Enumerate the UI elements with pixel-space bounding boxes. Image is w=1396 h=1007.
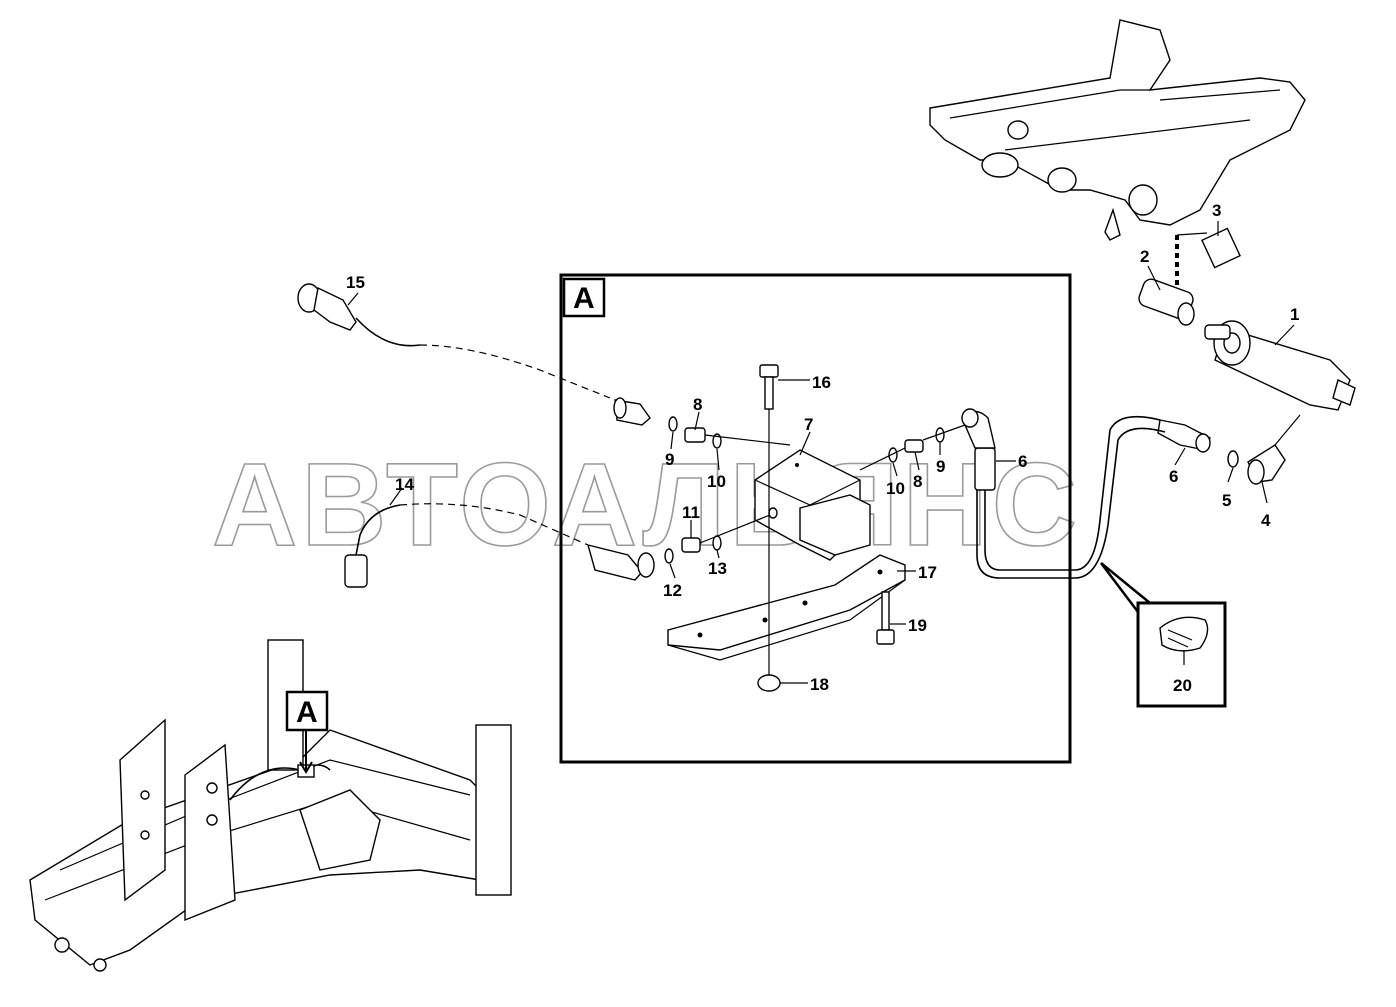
callout-6-right: 6 bbox=[1169, 467, 1178, 486]
callout-17: 17 bbox=[918, 563, 937, 582]
part-4-elbow bbox=[1247, 414, 1301, 485]
callout-4: 4 bbox=[1261, 511, 1271, 530]
detail-label: A bbox=[573, 282, 595, 315]
callout-11: 11 bbox=[682, 503, 700, 522]
part-2-connector bbox=[1138, 278, 1195, 326]
part-16-bolt bbox=[759, 364, 779, 675]
detail-frame bbox=[559, 273, 1072, 764]
callout-5: 5 bbox=[1222, 491, 1231, 510]
frame-label-text: A bbox=[296, 696, 318, 729]
part-15-hose bbox=[297, 283, 611, 399]
callout-19: 19 bbox=[908, 616, 927, 635]
fittings-lower bbox=[587, 514, 771, 581]
part-14-hose bbox=[344, 503, 589, 588]
callout-3: 3 bbox=[1212, 201, 1221, 220]
callout-numbers: 1 2 3 4 5 6 6 7 8 8 9 9 10 10 11 12 13 1… bbox=[346, 201, 1299, 695]
callout-8-left: 8 bbox=[693, 395, 702, 414]
part-17-bracket bbox=[667, 554, 906, 661]
callout-12: 12 bbox=[663, 581, 682, 600]
detail-20-box bbox=[1100, 562, 1227, 708]
callout-7: 7 bbox=[804, 415, 813, 434]
callout-6-box: 6 bbox=[1018, 452, 1027, 471]
machine-frame bbox=[29, 639, 512, 972]
callout-16: 16 bbox=[812, 373, 831, 392]
callout-20: 20 bbox=[1173, 676, 1192, 695]
callout-9-right: 9 bbox=[936, 457, 945, 476]
callout-18: 18 bbox=[810, 675, 829, 694]
lever-assembly bbox=[929, 19, 1306, 241]
part-19-bolt bbox=[876, 591, 895, 645]
part-7-valve-block bbox=[754, 449, 871, 561]
fittings-upper-right bbox=[859, 424, 966, 471]
part-5-oring bbox=[1227, 450, 1239, 468]
fittings-upper-left bbox=[613, 397, 791, 449]
callout-8-right: 8 bbox=[913, 472, 922, 491]
frame-label-a: A bbox=[285, 690, 329, 774]
callout-10-right: 10 bbox=[886, 479, 905, 498]
watermark-text: АВТОАЛЬЯНС bbox=[212, 439, 1081, 571]
callout-13: 13 bbox=[708, 559, 727, 578]
callout-14: 14 bbox=[395, 475, 414, 494]
callout-9-left: 9 bbox=[665, 450, 674, 469]
part-1-cylinder bbox=[1204, 320, 1356, 411]
part-18-nut bbox=[757, 674, 781, 692]
leader-lines bbox=[347, 221, 1295, 684]
part-6-fitting-box bbox=[961, 408, 996, 491]
part-3-sensor bbox=[1175, 227, 1241, 295]
callout-15: 15 bbox=[346, 273, 365, 292]
detail-label-box bbox=[562, 277, 606, 318]
callout-1: 1 bbox=[1290, 305, 1299, 324]
callout-2: 2 bbox=[1140, 247, 1149, 266]
part-6-fitting-right bbox=[1157, 419, 1211, 453]
hose-right bbox=[984, 415, 1161, 571]
callout-10-left: 10 bbox=[707, 472, 726, 491]
